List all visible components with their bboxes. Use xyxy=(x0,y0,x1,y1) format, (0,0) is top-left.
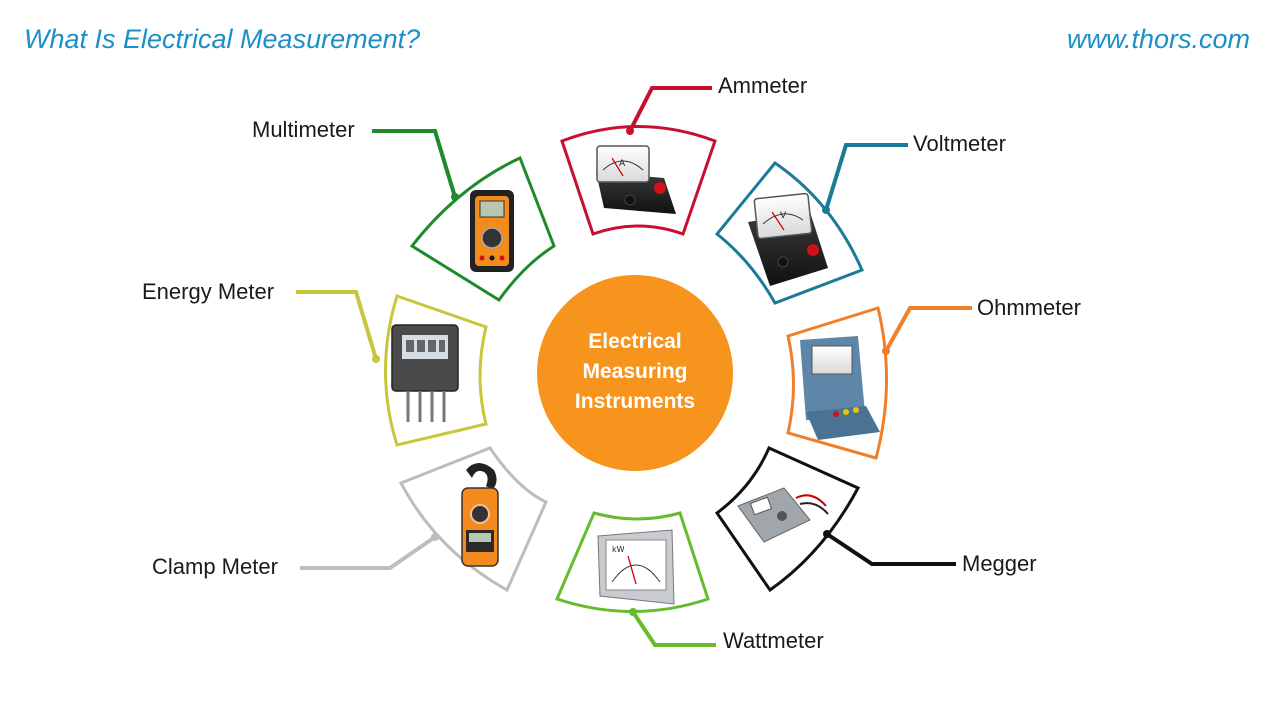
wattmeter-connector xyxy=(631,610,716,647)
ohmmeter-connector xyxy=(884,306,972,352)
clamp-meter-label: Clamp Meter xyxy=(152,554,278,579)
megger-icon xyxy=(737,487,829,543)
voltmeter-icon: V xyxy=(748,192,828,286)
wattmeter-node: kW Wattmeter xyxy=(554,511,824,653)
clamp-meter-node: Clamp Meter xyxy=(152,446,548,593)
hub-line-2: Measuring xyxy=(582,360,687,383)
voltmeter-label: Voltmeter xyxy=(913,131,1006,156)
center-hub: Electrical Measuring Instruments xyxy=(537,275,733,471)
svg-text:A: A xyxy=(619,159,626,169)
site-url[interactable]: www.thors.com xyxy=(1066,24,1250,54)
megger-node: Megger xyxy=(714,446,1037,593)
voltmeter-connector xyxy=(824,143,908,211)
megger-label: Megger xyxy=(962,551,1037,576)
ammeter-node: A Ammeter xyxy=(560,73,807,236)
ammeter-label: Ammeter xyxy=(718,73,807,98)
ammeter-connector xyxy=(628,86,712,132)
multimeter-connector xyxy=(372,129,457,198)
ohmmeter-icon xyxy=(800,336,880,440)
clamp-meter-icon xyxy=(461,463,499,567)
ohmmeter-node: Ohmmeter xyxy=(786,295,1081,460)
hub-line-1: Electrical xyxy=(588,330,681,353)
svg-text:V: V xyxy=(780,211,787,221)
energy-meter-node: Energy Meter xyxy=(142,279,488,447)
multimeter-icon xyxy=(470,190,514,272)
voltmeter-node: V Voltmeter xyxy=(714,131,1006,305)
energy-meter-connector xyxy=(296,290,378,360)
wattmeter-label: Wattmeter xyxy=(723,628,824,653)
ohmmeter-label: Ohmmeter xyxy=(977,295,1081,320)
svg-text:kW: kW xyxy=(612,545,625,554)
hub-circle xyxy=(537,275,733,471)
energy-meter-label: Energy Meter xyxy=(142,279,274,304)
wattmeter-icon: kW xyxy=(597,529,675,605)
clamp-meter-connector xyxy=(300,535,437,570)
energy-meter-icon xyxy=(391,324,459,422)
multimeter-label: Multimeter xyxy=(252,117,355,142)
ammeter-icon: A xyxy=(596,145,676,214)
multimeter-node: Multimeter xyxy=(252,117,556,303)
page-title: What Is Electrical Measurement? xyxy=(24,24,421,54)
megger-connector xyxy=(825,532,956,566)
hub-line-3: Instruments xyxy=(575,390,695,413)
